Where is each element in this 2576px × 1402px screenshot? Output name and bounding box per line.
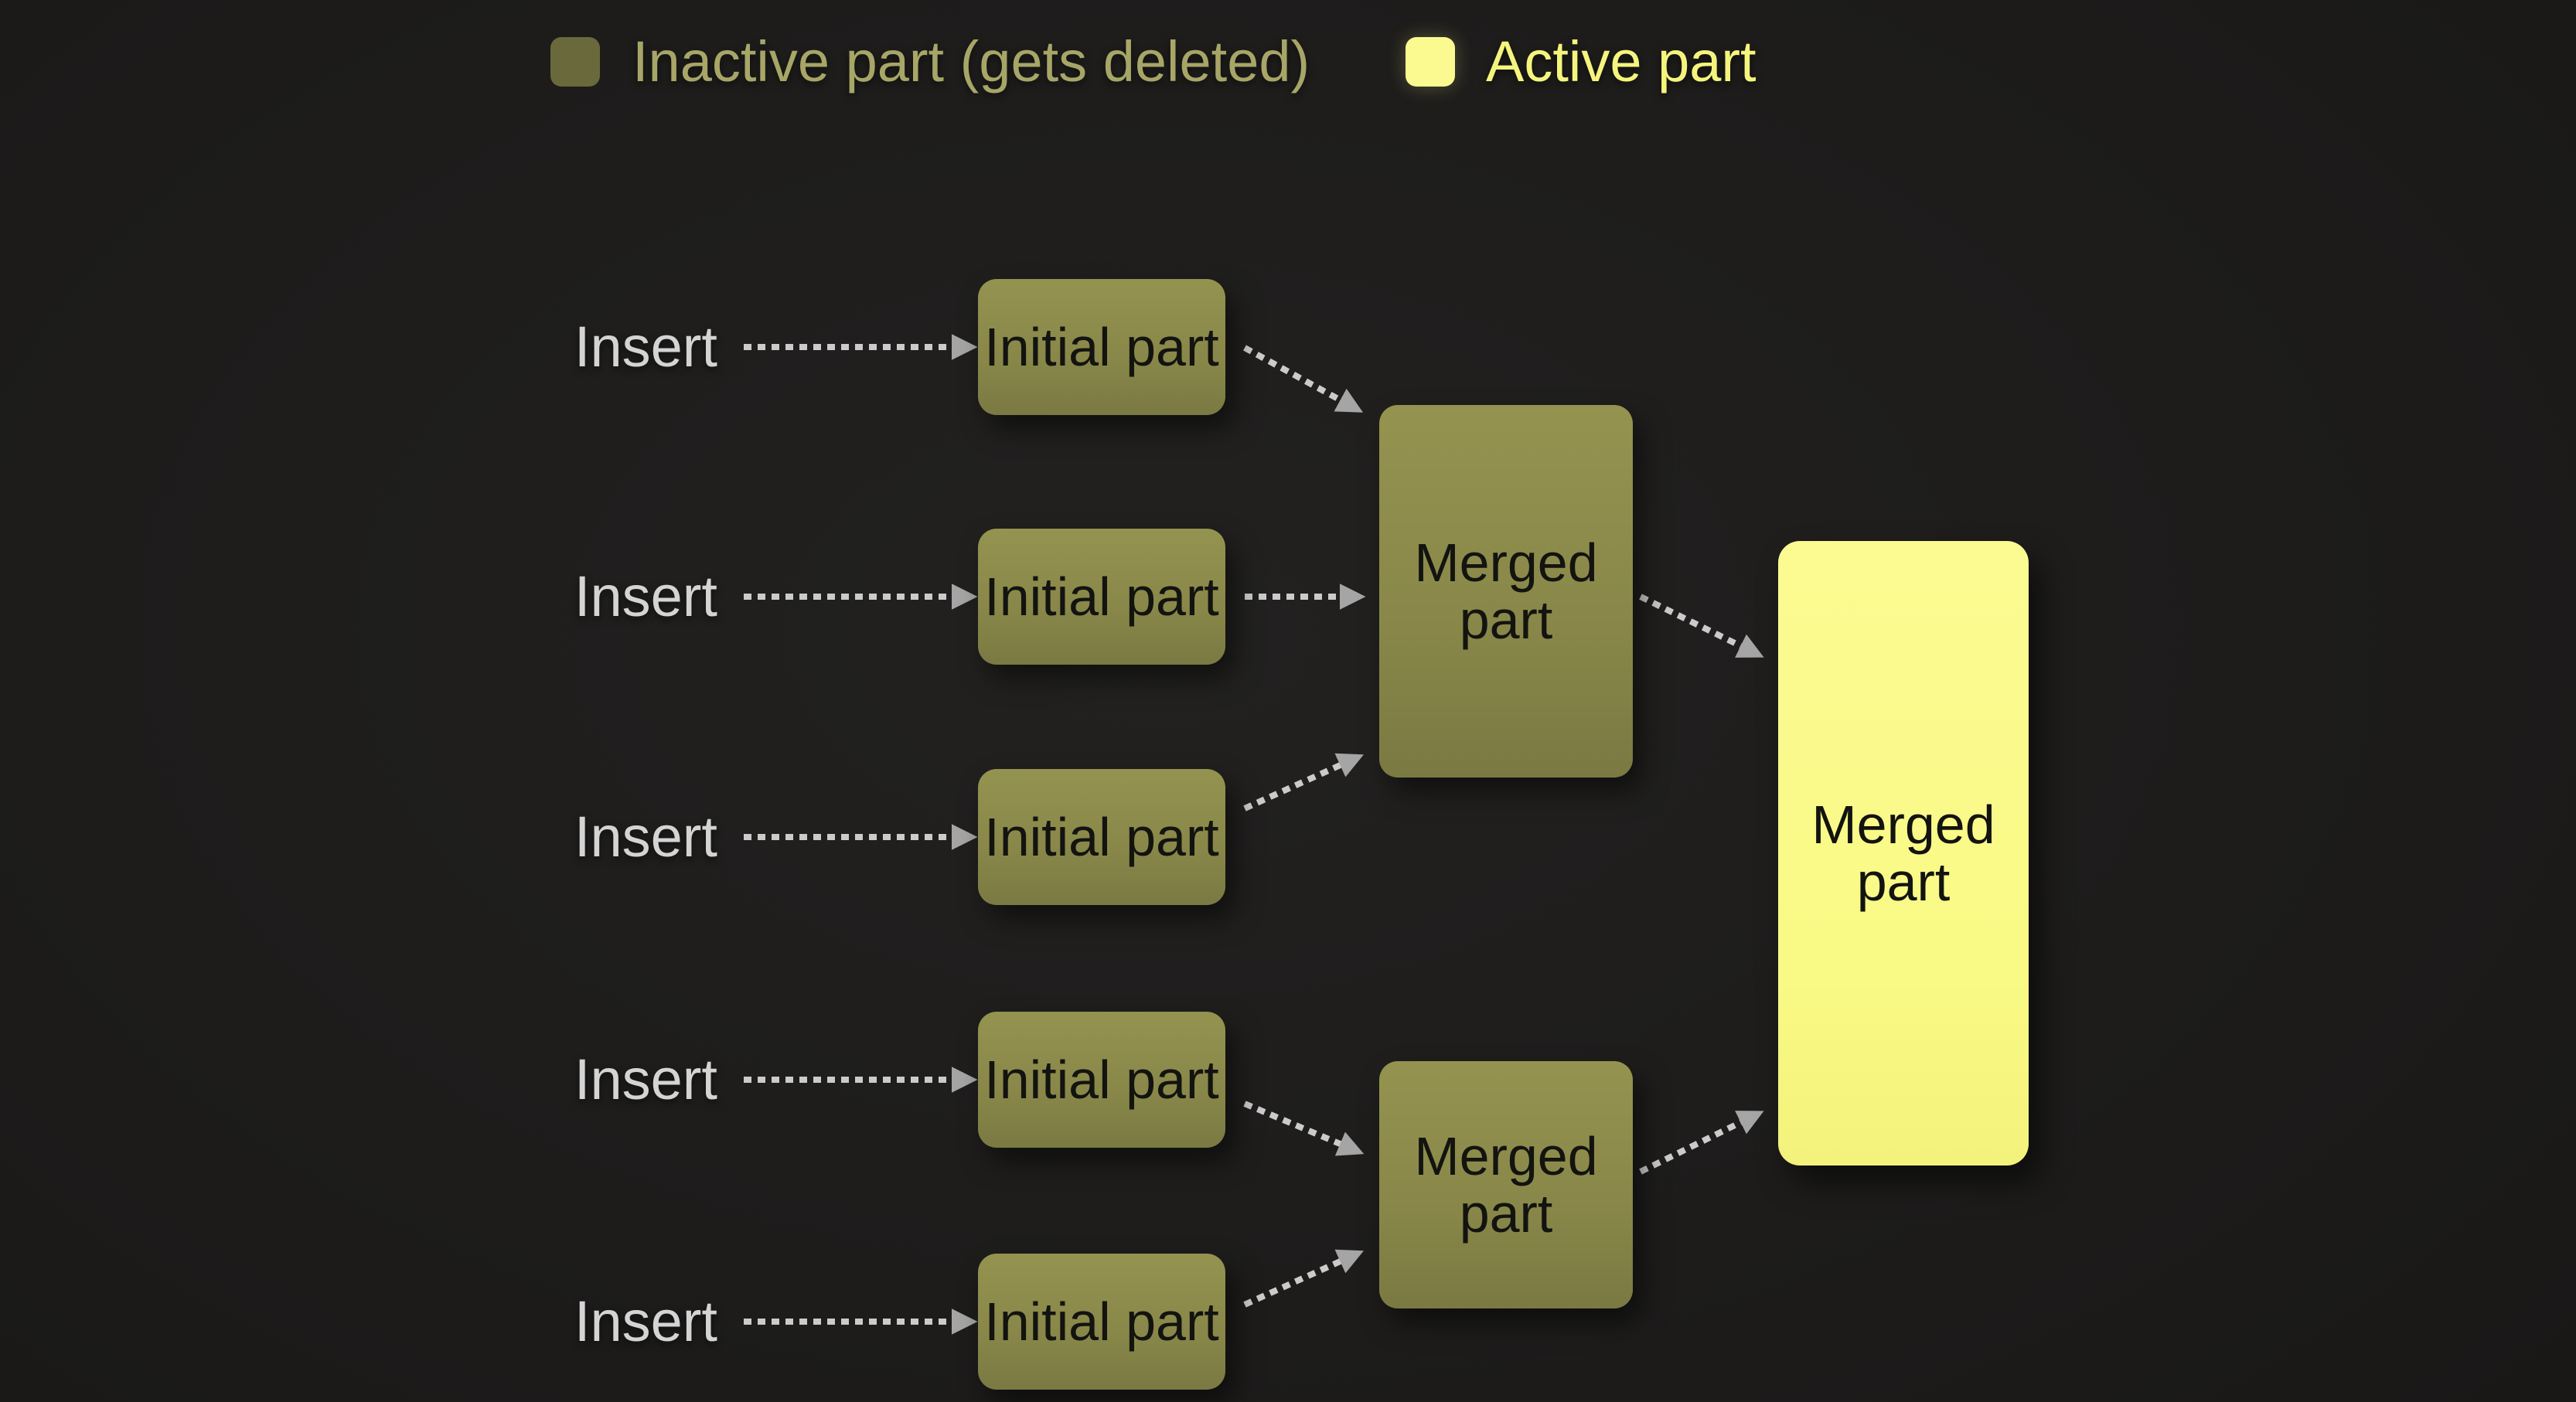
legend-swatch-inactive (550, 37, 600, 87)
insert-label-5: Insert (574, 1289, 717, 1353)
merged-part-top: Merged part (1379, 405, 1633, 778)
initial-part-2: Initial part (978, 529, 1225, 665)
merged-part-bottom: Merged part (1379, 1061, 1633, 1308)
merged-part-top-label: Merged part (1414, 532, 1598, 650)
initial-part-1: Initial part (978, 279, 1225, 415)
arrow-initial4-merged2 (1243, 1101, 1365, 1156)
arrow-initial3-merged1 (1243, 753, 1365, 812)
merged-part-final: Merged part (1778, 541, 2029, 1165)
insert-label-2: Insert (574, 564, 717, 628)
initial-part-5: Initial part (978, 1254, 1225, 1390)
merged-part-bottom-label: Merged part (1414, 1125, 1598, 1244)
insert-label-4: Insert (574, 1047, 717, 1111)
arrow-initial5-merged2 (1243, 1249, 1365, 1308)
initial-part-4-label: Initial part (984, 1049, 1219, 1110)
legend-label-inactive: Inactive part (gets deleted) (632, 29, 1310, 94)
initial-part-3-label: Initial part (984, 806, 1219, 867)
merged-part-final-label: Merged part (1811, 794, 1995, 912)
insert-label-3: Insert (574, 805, 717, 869)
initial-part-4: Initial part (978, 1012, 1225, 1148)
initial-part-2-label: Initial part (984, 566, 1219, 627)
initial-part-1-label: Initial part (984, 316, 1219, 377)
arrow-merged2-final (1639, 1111, 1764, 1175)
initial-part-3: Initial part (978, 769, 1225, 905)
legend-swatch-active (1406, 37, 1455, 87)
arrow-merged1-final (1639, 594, 1764, 658)
arrow-initial1-merged1 (1243, 345, 1364, 413)
legend-label-active: Active part (1486, 29, 1757, 94)
initial-part-5-label: Initial part (984, 1291, 1219, 1352)
insert-label-1: Insert (574, 315, 717, 379)
